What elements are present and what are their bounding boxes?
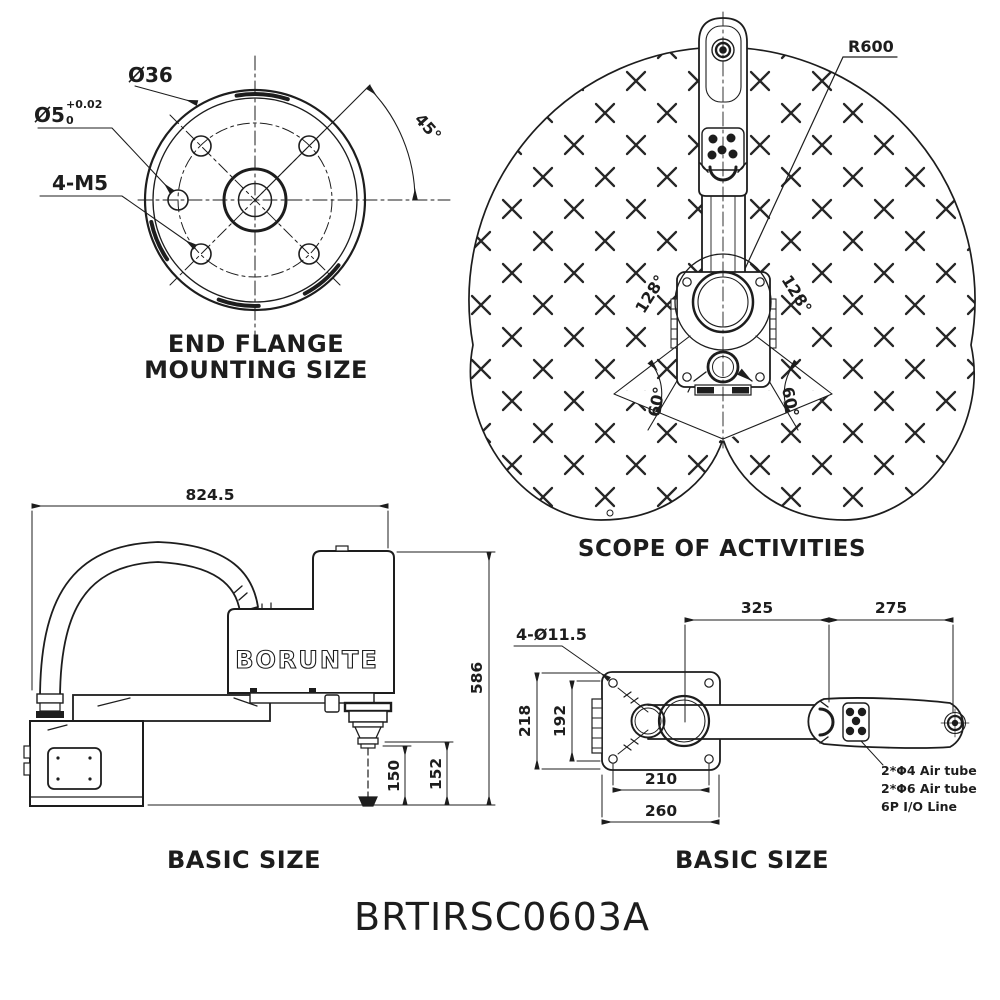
flange-thread-label: 4-M5 (52, 171, 108, 195)
top-view-drawing: 325 275 4-Ø11.5 218 192 210 260 2*Φ4 Air… (513, 599, 977, 874)
flange-outer-dia-label: Ø36 (128, 63, 173, 87)
side-view-drawing: BORUNTE 824.5 586 150 152 BASIC SIZE (23, 486, 496, 874)
air-tube-4-note: 2*Φ4 Air tube (881, 763, 977, 778)
model-title: BRTIRSC0603A (354, 895, 650, 939)
air-tube-6-note: 2*Φ6 Air tube (881, 781, 977, 796)
flange-tol-lower-label: 0 (66, 114, 74, 127)
scope-angle-dimensions (613, 335, 833, 440)
flange-tol-upper-label: +0.02 (66, 98, 102, 111)
top-view-caption: BASIC SIZE (675, 846, 829, 874)
top-base-width-dim: 260 (645, 802, 678, 820)
flange-caption-line2: MOUNTING SIZE (144, 356, 368, 384)
top-holes-dim: 4-Ø11.5 (516, 625, 587, 644)
top-arm2-dim: 275 (875, 599, 907, 617)
side-view-caption: BASIC SIZE (167, 846, 321, 874)
flange-angle-label: 45° (411, 110, 445, 145)
flange-caption-line1: END FLANGE (168, 330, 344, 358)
top-inner-height-dim: 192 (551, 705, 569, 737)
end-flange-drawing: Ø36 Ø5 +0.02 0 4-M5 45° END FLANGE MOUNT… (34, 55, 451, 384)
top-inner-width-dim: 210 (645, 770, 678, 788)
side-height-dim: 586 (468, 662, 486, 694)
brand-logo: BORUNTE (235, 646, 379, 674)
scope-caption: SCOPE OF ACTIVITIES (578, 536, 866, 562)
io-line-note: 6P I/O Line (881, 799, 957, 814)
top-arm1-dim: 325 (741, 599, 773, 617)
side-width-dim: 824.5 (185, 486, 234, 504)
scope-robot-arm (670, 11, 777, 449)
scope-of-activities-drawing: R600 (468, 11, 976, 562)
side-stroke-dim: 150 (385, 760, 403, 793)
side-stroke-total-dim: 152 (427, 758, 445, 790)
top-base-height-dim: 218 (516, 705, 534, 737)
flange-hole-dia-label: Ø5 (34, 103, 65, 127)
scope-radius-label: R600 (848, 37, 894, 56)
